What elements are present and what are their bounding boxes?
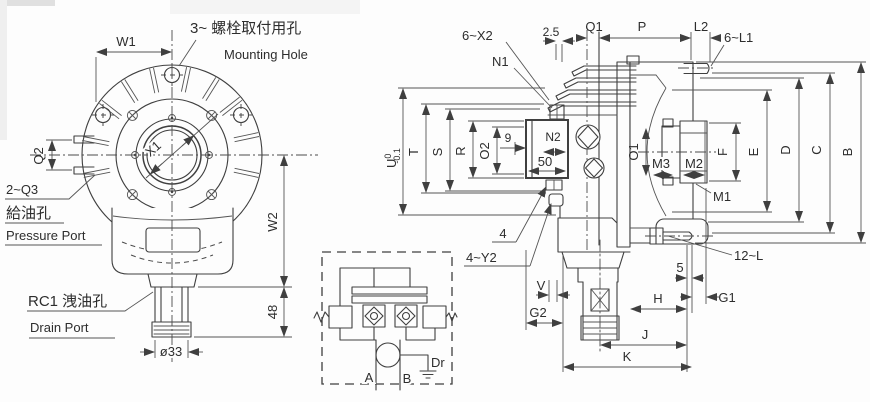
dim-label-s: S [430,147,445,156]
valve-plate [351,286,428,295]
dims-bottom: 4 4~Y2 V G2 5 G1 H J [464,186,736,372]
dim-label-dia33: ø33 [160,344,182,359]
label-rc1: RC1 洩油孔 [28,293,107,310]
dim-label-4: 4 [499,226,506,241]
dim-label-h: H [653,291,662,306]
dim-label-50: 50 [538,154,552,169]
check-valve-right [394,304,418,328]
dim-label-e: E [746,147,761,156]
front-view: X1 W1 3~ 螺栓取付用孔 Mounting Hole Q2 2~Q3 給油… [5,20,318,362]
dim-label-w2: W2 [265,212,280,232]
dim-label-4y2: 4~Y2 [466,250,497,265]
front-body [557,30,631,253]
dim-label-6l1: 6~L1 [724,30,753,45]
dim-label-j: J [642,327,649,342]
label-q3: 2~Q3 [6,182,38,197]
dims-top: 6~X2 N1 2.5 Q1 P L2 6~L1 [462,19,753,109]
dim-label-q1: Q1 [585,19,602,34]
side-view: 6~X2 N1 2.5 Q1 P L2 6~L1 U0- [383,19,866,372]
front-centerlines [30,30,318,362]
dim-label-12l: 12~L [734,248,763,263]
callout-mounting-hole: 3~ 螺栓取付用孔 Mounting Hole [178,20,308,67]
dim-label-q2: Q2 [31,147,46,164]
dim-label-n2: N2 [545,130,561,144]
label-mounting-hole-en: Mounting Hole [224,47,308,62]
dim-label-25: 2.5 [543,25,560,39]
dim-label-d: D [778,145,793,154]
dims-right: O1 M3 M2 M1 F E D C B 12~L [626,61,866,263]
dim-label-k: K [623,349,632,364]
dim-label-g2: G2 [529,305,546,320]
callout-drain-port: RC1 洩油孔 Drain Port [27,291,154,339]
dim-label-6x2: 6~X2 [462,28,493,43]
rear-studs [626,55,716,75]
port-label-b: B [403,371,412,386]
dim-label-r: R [453,146,468,155]
dim-label-u: U0-0.1 [383,148,402,168]
label-pressure-port-cn: 給油孔 [6,205,51,222]
joint-holes [126,109,218,201]
dim-label-p: P [638,19,647,34]
dim-label-48: 48 [265,305,280,319]
dim-w2-48: W2 48 [194,155,292,338]
callout-pressure-port: 2~Q3 給油孔 Pressure Port [5,174,102,246]
hydraulic-schematic: A B Dr [313,251,458,391]
dim-label-5: 5 [676,260,683,275]
port-label-a: A [365,370,374,385]
label-mounting-hole-cn: 3~ 螺栓取付用孔 [190,20,301,37]
name-plate [145,227,201,253]
hidden-cavity-arcs [121,241,223,264]
dim-q2: Q2 [31,139,72,171]
dim-label-w1: W1 [116,34,136,49]
valve-plate-stack [547,65,637,116]
foot-bolt [645,218,714,245]
dim-label-x1: X1 [142,138,164,160]
dim-label-b: B [840,148,855,157]
relief-valve-right [422,305,447,329]
drain-stem [147,273,198,338]
flange-ribs [82,67,260,178]
dim-label-g1: G1 [718,290,735,305]
drain-symbol [399,354,437,379]
dim-label-v: V [537,278,546,293]
label-drain-port-en: Drain Port [30,320,89,335]
check-valve-left [362,304,386,328]
port-label-dr: Dr [431,355,445,370]
dim-label-n1: N1 [492,54,509,69]
side-ports [73,135,95,175]
dim-label-o2: O2 [477,142,492,159]
dim-label-m1: M1 [713,189,731,204]
dim-label-c: C [809,145,824,154]
dim-label-l2: L2 [694,19,708,34]
dim-label-o1: O1 [626,143,641,160]
label-pressure-port-en: Pressure Port [6,228,86,243]
dim-label-t: T [406,148,421,156]
dim-label-m2: M2 [685,156,703,171]
relief-valve-left [328,305,353,329]
dims-left: U0-0.1 T S R O2 9 N2 50 [383,87,566,216]
pump-symbol [375,342,401,368]
dim-dia33: ø33 [140,340,203,361]
dim-w1: W1 [95,34,172,102]
dim-label-f: F [715,148,730,156]
lower-housing [111,207,234,275]
dim-label-m3: M3 [652,156,670,171]
side-drain-stem [561,239,625,355]
dim-label-9: 9 [505,131,512,145]
scan-artifact [0,0,360,140]
